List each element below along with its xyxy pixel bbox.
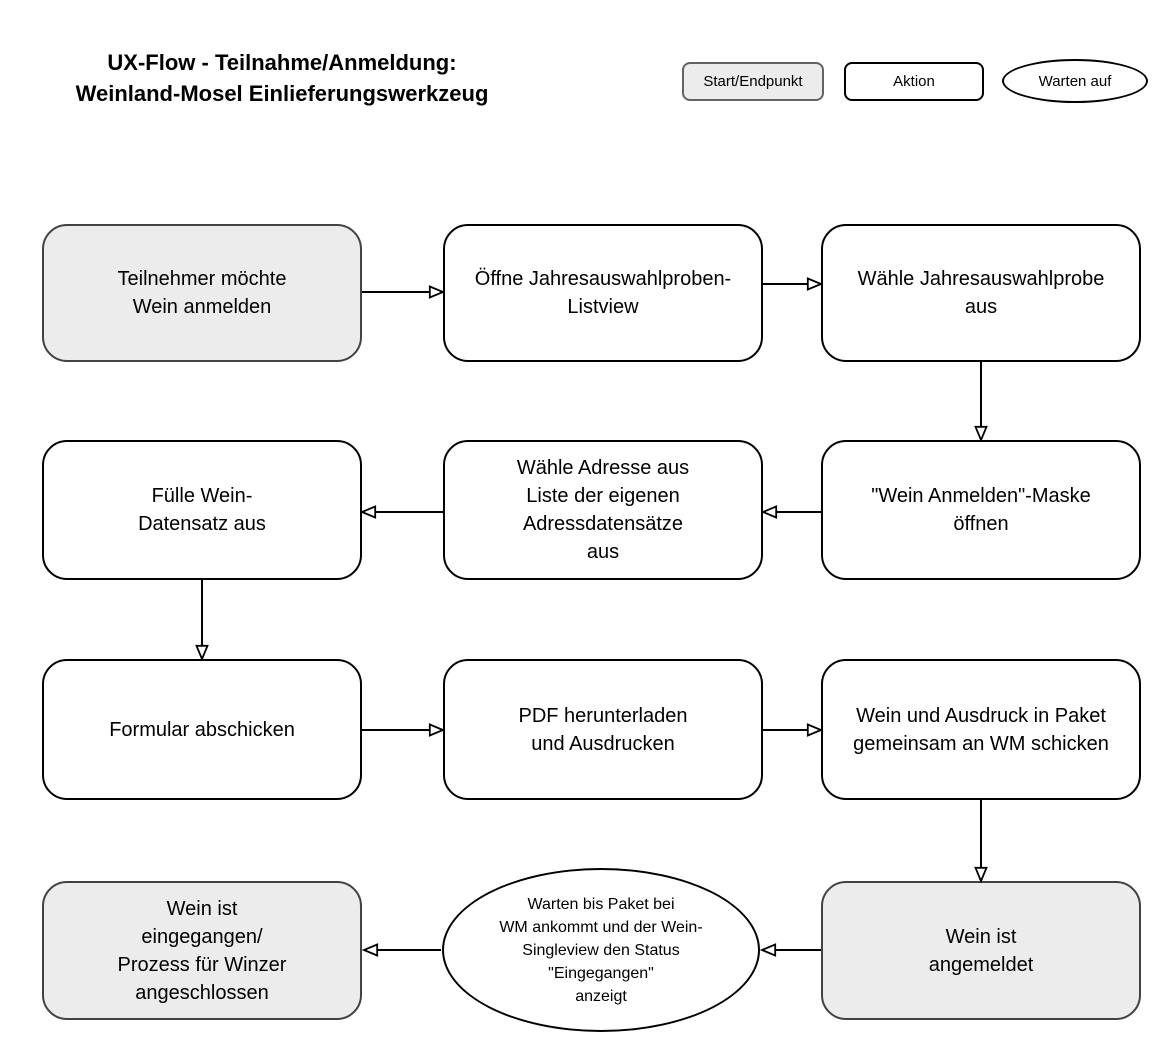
node-fill-wein-datensatz: Fülle Wein- Datensatz aus [42,440,362,580]
node-submit-form: Formular abschicken [42,659,362,800]
legend-wait-ellipse: Warten auf [1002,59,1148,103]
node-open-listview: Öffne Jahresauswahlproben- Listview [443,224,763,362]
node-start: Teilnehmer möchte Wein anmelden [42,224,362,362]
page-title: UX-Flow - Teilnahme/Anmeldung: Weinland-… [75,50,489,106]
legend-start-endpoint-label: Start/Endpunkt [703,73,803,90]
legend-action: Aktion [844,62,984,101]
node-wine-registered: Wein ist angemeldet [821,881,1141,1020]
node-download-pdf: PDF herunterladen und Ausdrucken [443,659,763,800]
node-wait-package: Warten bis Paket bei WM ankommt und der … [442,868,760,1032]
legend-start-endpoint: Start/Endpunkt [682,62,824,101]
legend-wait-label: Warten auf [1038,72,1112,90]
node-open-wein-anmelden-maske: "Wein Anmelden"-Maske öffnen [821,440,1141,580]
node-wine-received: Wein ist eingegangen/ Prozess für Winzer… [42,881,362,1020]
legend-action-label: Aktion [893,73,935,90]
node-send-package: Wein und Ausdruck in Paket gemeinsam an … [821,659,1141,800]
node-choose-address: Wähle Adresse aus Liste der eigenen Adre… [443,440,763,580]
node-choose-jahresauswahlprobe: Wähle Jahresauswahlprobe aus [821,224,1141,362]
